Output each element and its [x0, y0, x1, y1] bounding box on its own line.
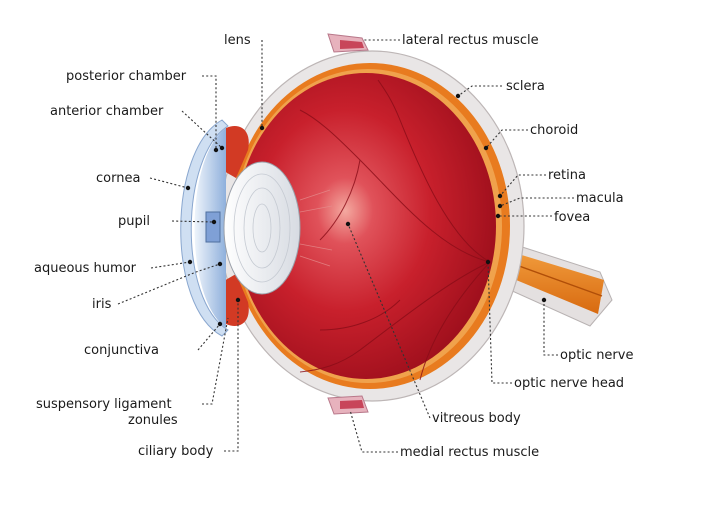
label-posterior-chamber: posterior chamber: [66, 69, 187, 84]
lateral-rectus-muscle-shape: [327, 33, 369, 53]
label-conjunctiva: conjunctiva: [84, 343, 159, 358]
label-retina: retina: [548, 168, 586, 183]
label-macula: macula: [576, 191, 624, 206]
leader-lines: [117, 39, 574, 453]
label-optic-nerve: optic nerve: [560, 348, 633, 363]
zonule-fibers: [299, 189, 333, 267]
label-anterior-chamber: anterior chamber: [50, 104, 164, 119]
label-zonules: zonules: [128, 413, 178, 428]
label-aqueous-humor: aqueous humor: [34, 261, 137, 276]
label-iris: iris: [92, 297, 112, 312]
label-lens: lens: [224, 33, 251, 48]
label-optic-nerve-head: optic nerve head: [514, 376, 624, 391]
label-medial-rectus-muscle: medial rectus muscle: [400, 445, 539, 460]
label-sclera: sclera: [506, 79, 545, 94]
medial-rectus-muscle-shape: [327, 395, 369, 415]
cornea-shape: [180, 119, 229, 337]
label-cornea: cornea: [96, 171, 140, 186]
label-fovea: fovea: [554, 210, 590, 225]
lens-shape: [223, 161, 301, 295]
vitreous-body-shape: [236, 73, 496, 379]
label-pupil: pupil: [118, 214, 150, 229]
retinal-vessels: [299, 79, 491, 381]
label-ciliary-body: ciliary body: [138, 444, 214, 459]
label-suspensory-ligament: suspensory ligament: [36, 397, 172, 412]
labels: lens posterior chamber anterior chamber …: [34, 33, 633, 460]
ciliary-body-shape: [222, 126, 249, 326]
label-lateral-rectus-muscle: lateral rectus muscle: [402, 33, 539, 48]
label-dots: [185, 93, 547, 327]
label-choroid: choroid: [530, 123, 578, 138]
pupil-shape: [205, 211, 221, 243]
label-vitreous-body: vitreous body: [432, 411, 521, 426]
